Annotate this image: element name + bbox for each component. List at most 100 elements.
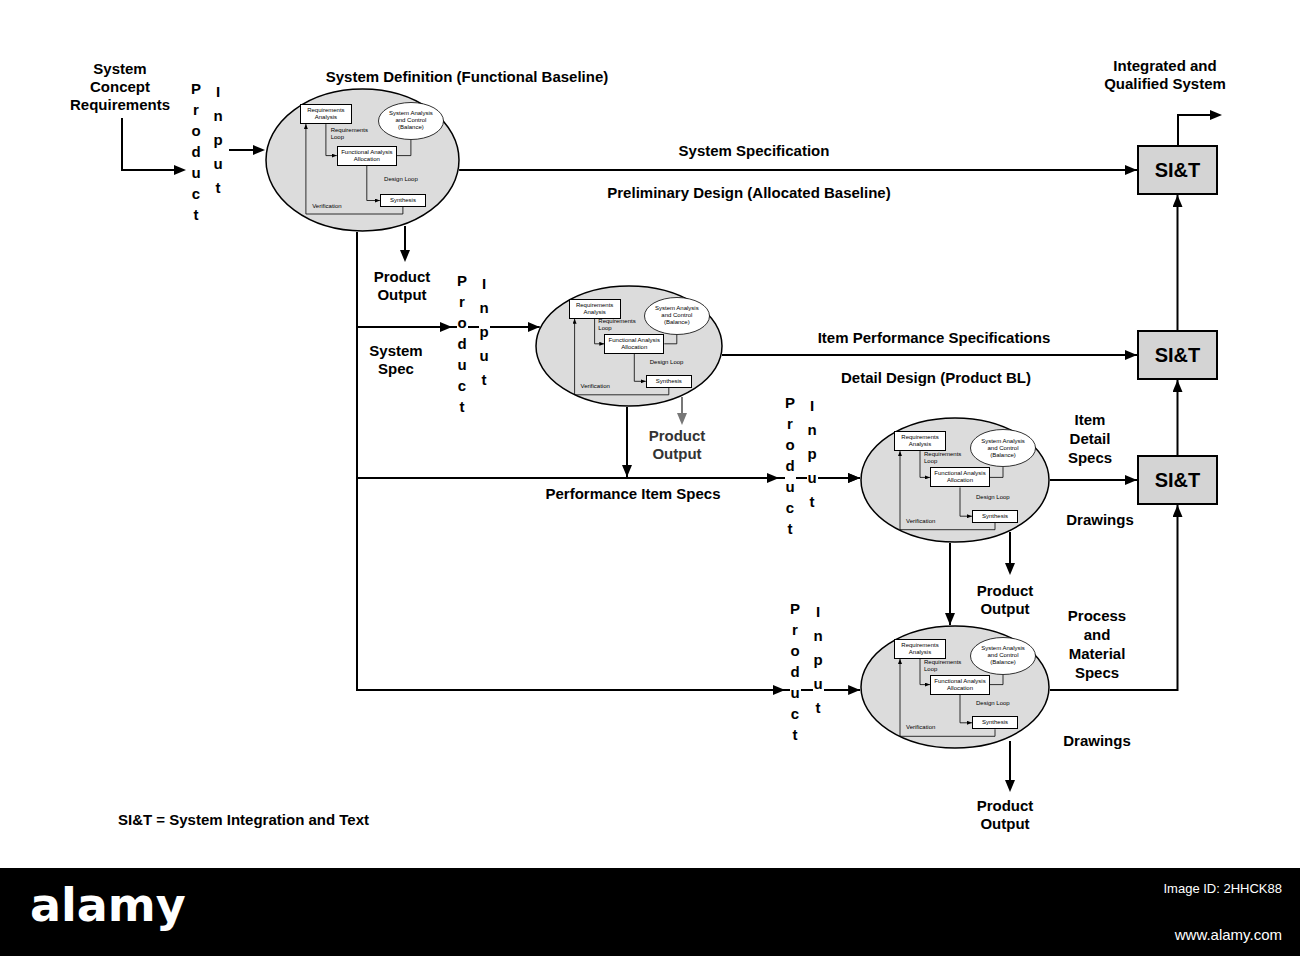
vertical-label: Input <box>213 80 224 200</box>
edge-label: Performance Item Specs <box>545 485 720 503</box>
arrowhead <box>400 250 410 262</box>
box-text: System Analysis and Control (Balance) <box>384 110 438 131</box>
box-text: Functional Analysis Allocation <box>934 470 985 483</box>
vertical-label: Product <box>790 598 801 745</box>
loop-label: Verification <box>906 518 935 525</box>
edge-label: Item Performance Specifications <box>818 329 1051 347</box>
box-text: Requirements Analysis <box>307 107 344 120</box>
output-label: Integrated and Qualified System <box>1085 57 1245 93</box>
vertical-label: Product <box>785 392 796 539</box>
edge-label: System Specification <box>679 142 830 160</box>
loop-label: Verification <box>312 203 341 210</box>
output-line <box>681 397 683 415</box>
input-label: System Concept Requirements <box>67 60 173 114</box>
output-line <box>1178 115 1212 145</box>
process-box: Functional Analysis Allocation <box>604 334 664 354</box>
box-text: SI&T <box>1155 344 1201 367</box>
loop-label: Verification <box>581 383 610 390</box>
output-label: Product Output <box>641 427 713 463</box>
output-label: Drawings <box>1063 732 1131 750</box>
box-text: Requirements Analysis <box>901 642 938 655</box>
integration-box: SI&T <box>1137 145 1218 195</box>
box-text: Requirements Analysis <box>576 302 613 315</box>
integration-box: SI&T <box>1137 455 1218 505</box>
flow-connector <box>357 232 860 690</box>
output-label: Product Output <box>366 268 438 304</box>
loop-label: Requirements Loop <box>924 659 966 673</box>
control-oval: System Analysis and Control (Balance) <box>644 297 710 335</box>
edge-label: System Spec <box>365 342 427 378</box>
process-ellipse: Requirements LoopDesign LoopVerification… <box>860 625 1050 749</box>
output-line <box>404 226 406 252</box>
output-label: Drawings <box>1066 511 1134 529</box>
process-box: Synthesis <box>972 510 1018 523</box>
note: SI&T = System Integration and Text <box>118 811 369 829</box>
image-id: Image ID: 2HHCK88 <box>1164 880 1283 898</box>
process-box: Synthesis <box>380 194 426 207</box>
control-oval: System Analysis and Control (Balance) <box>970 429 1036 467</box>
process-box: Requirements Analysis <box>894 639 946 659</box>
vertical-label: Input <box>479 272 490 392</box>
arrowhead <box>174 165 186 175</box>
input-line <box>229 149 255 151</box>
process-box: Synthesis <box>972 716 1018 729</box>
integration-box: SI&T <box>1137 330 1218 380</box>
control-oval: System Analysis and Control (Balance) <box>378 102 444 140</box>
flow-connector <box>722 354 1137 356</box>
flow-connector <box>1050 505 1178 690</box>
watermark-url: www.alamy.com <box>1175 926 1282 944</box>
process-ellipse: System Definition (Functional Baseline)R… <box>265 88 460 232</box>
edge-label: Process and Material Specs <box>1060 606 1134 682</box>
arrowhead <box>253 145 265 155</box>
vertical-label: Input <box>813 600 824 720</box>
vertical-label: Product <box>191 78 202 225</box>
loop-label: Requirements Loop <box>924 451 966 465</box>
vertical-label: Product <box>457 270 468 417</box>
loop-label: Requirements Loop <box>331 127 373 141</box>
flow-connector <box>1177 195 1179 330</box>
loop-label: Verification <box>906 724 935 731</box>
edge-label: Item Detail Specs <box>1059 410 1121 467</box>
flow-connector <box>949 543 951 625</box>
stage-label: Detail Design (Product BL) <box>841 369 1031 387</box>
flow-connector <box>357 232 540 327</box>
arrowhead <box>1005 563 1015 575</box>
flow-connector <box>1050 479 1137 481</box>
vertical-label: Input <box>807 394 818 514</box>
arrowhead <box>1005 780 1015 792</box>
box-text: System Analysis and Control (Balance) <box>650 305 704 326</box>
process-box: Requirements Analysis <box>300 104 352 124</box>
loop-label: Design Loop <box>384 176 418 183</box>
flow-connector <box>459 169 1137 171</box>
input-line <box>122 118 176 170</box>
flow-connector <box>1177 380 1179 455</box>
process-ellipse: Requirements LoopDesign LoopVerification… <box>860 417 1050 543</box>
box-text: SI&T <box>1155 469 1201 492</box>
output-line <box>1009 532 1011 565</box>
arrowhead <box>677 413 687 425</box>
output-line <box>1009 741 1011 782</box>
output-label: Product Output <box>969 797 1041 833</box>
box-text: Synthesis <box>390 197 416 203</box>
loop-label: Design Loop <box>650 359 684 366</box>
box-text: SI&T <box>1155 159 1201 182</box>
process-box: Functional Analysis Allocation <box>337 146 397 166</box>
process-box: Functional Analysis Allocation <box>930 467 990 487</box>
box-text: Functional Analysis Allocation <box>341 149 392 162</box>
watermark-band <box>0 868 1300 956</box>
box-text: Functional Analysis Allocation <box>609 337 660 350</box>
watermark-logo: alamy <box>30 878 186 932</box>
process-box: Functional Analysis Allocation <box>930 675 990 695</box>
flow-connector <box>627 407 860 478</box>
stage-label: Preliminary Design (Allocated Baseline) <box>607 184 890 202</box>
loop-label: Design Loop <box>976 700 1010 707</box>
process-box: Requirements Analysis <box>569 299 621 319</box>
output-label: Product Output <box>969 582 1041 618</box>
process-box: Requirements Analysis <box>894 431 946 451</box>
control-oval: System Analysis and Control (Balance) <box>970 637 1036 675</box>
box-text: Synthesis <box>982 513 1008 519</box>
box-text: Synthesis <box>656 378 682 384</box>
box-text: Requirements Analysis <box>901 434 938 447</box>
loop-label: Requirements Loop <box>598 318 640 332</box>
box-text: System Analysis and Control (Balance) <box>976 645 1030 666</box>
